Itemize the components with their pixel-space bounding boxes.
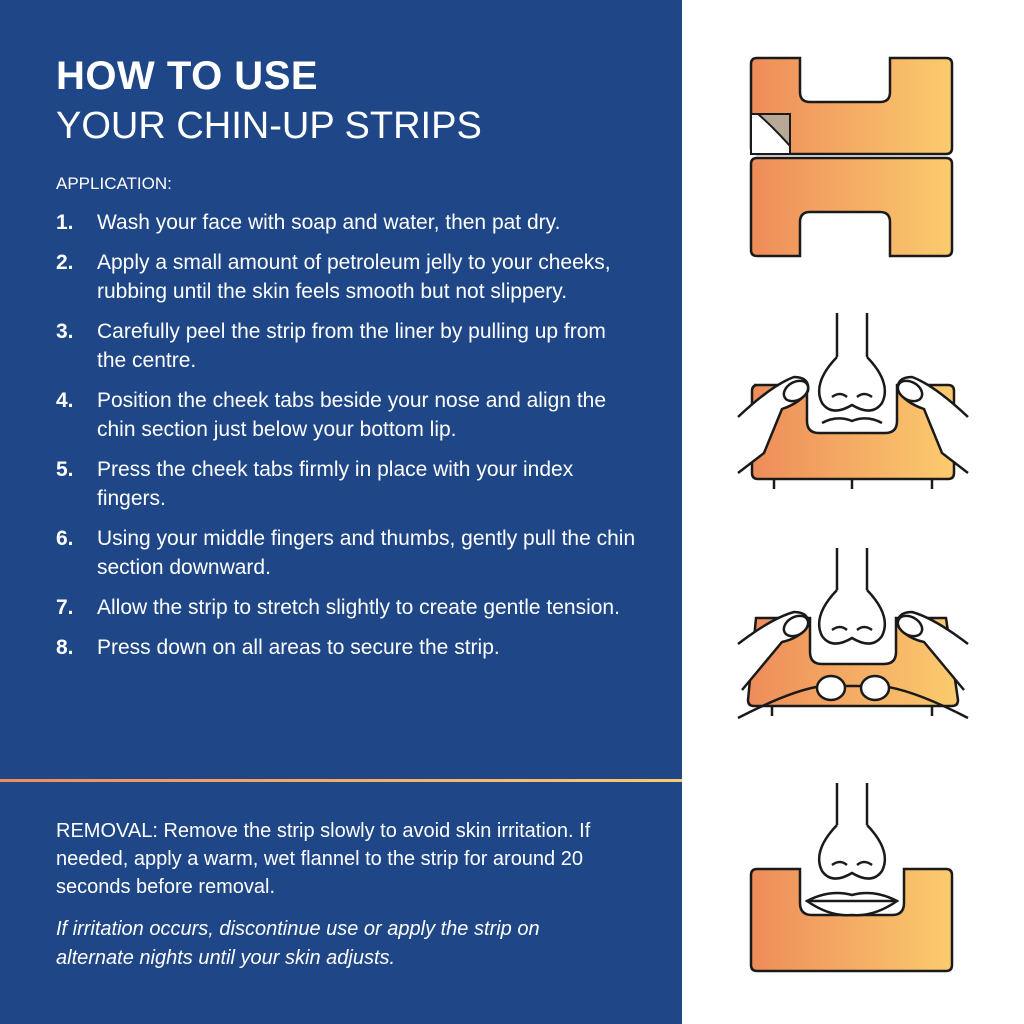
face-strip-applied-icon (749, 783, 954, 973)
step-number: 4. (56, 389, 74, 412)
title-line-2: YOUR CHIN-UP STRIPS (56, 105, 482, 147)
step-text: Carefully peel the strip from the liner … (97, 320, 606, 372)
step-number: 1. (56, 211, 74, 234)
illustrations-panel (682, 0, 1024, 1024)
step-item: 6. Using your middle fingers and thumbs, … (56, 524, 656, 582)
step-item: 1. Wash your face with soap and water, th… (56, 208, 656, 237)
step-number: 5. (56, 458, 74, 481)
strip-with-liner-icon (749, 56, 954, 258)
step-number: 6. (56, 527, 74, 550)
step-item: 7. Allow the strip to stretch slightly to… (56, 593, 656, 622)
application-label: APPLICATION: (56, 174, 172, 193)
step-number: 3. (56, 320, 74, 343)
step-text: Apply a small amount of petroleum jelly … (97, 251, 611, 303)
step-text: Position the cheek tabs beside your nose… (97, 389, 607, 441)
step-number: 7. (56, 596, 74, 619)
step-item: 4. Position the cheek tabs beside your no… (56, 386, 656, 444)
step-item: 8. Press down on all areas to secure the … (56, 633, 656, 662)
removal-text: Remove the strip slowly to avoid skin ir… (56, 820, 591, 898)
instructions-panel: HOW TO USE YOUR CHIN-UP STRIPS APPLICATI… (0, 0, 682, 1024)
step-text: Using your middle fingers and thumbs, ge… (97, 527, 636, 579)
removal-label: REMOVAL: (56, 820, 158, 842)
step-number: 8. (56, 636, 74, 659)
step-text: Press down on all areas to secure the st… (97, 636, 500, 659)
application-steps: 1. Wash your face with soap and water, th… (56, 208, 656, 673)
step-item: 2. Apply a small amount of petroleum jell… (56, 248, 656, 306)
section-divider (0, 779, 682, 782)
face-cheek-tabs-icon (737, 313, 969, 489)
step-text: Wash your face with soap and water, then… (97, 211, 561, 234)
step-text: Press the cheek tabs firmly in place wit… (97, 458, 574, 510)
step-item: 3. Carefully peel the strip from the line… (56, 317, 656, 375)
title-line-1: HOW TO USE (56, 54, 319, 98)
irritation-note: If irritation occurs, discontinue use or… (56, 918, 540, 969)
removal-paragraph: REMOVAL: Remove the strip slowly to avoi… (56, 817, 616, 901)
step-item: 5. Press the cheek tabs firmly in place w… (56, 455, 656, 513)
step-number: 2. (56, 251, 74, 274)
step-text: Allow the strip to stretch slightly to c… (97, 596, 620, 619)
face-pull-chin-icon (737, 548, 969, 720)
